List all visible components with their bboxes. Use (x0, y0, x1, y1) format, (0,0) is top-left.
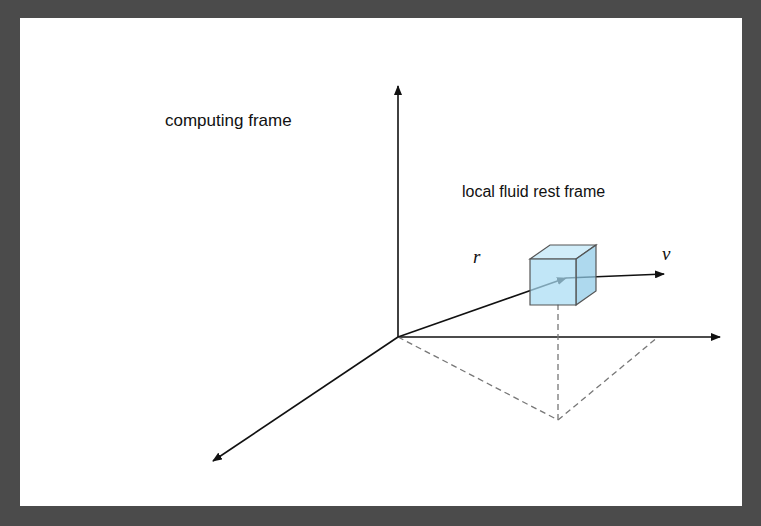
vector-label: r⃗ (473, 246, 495, 268)
frame-label: computing frame (165, 111, 292, 131)
frame-heading: local fluid rest frame (462, 183, 605, 201)
slide-panel (20, 18, 742, 506)
vector-label: v⃗ (662, 243, 685, 265)
